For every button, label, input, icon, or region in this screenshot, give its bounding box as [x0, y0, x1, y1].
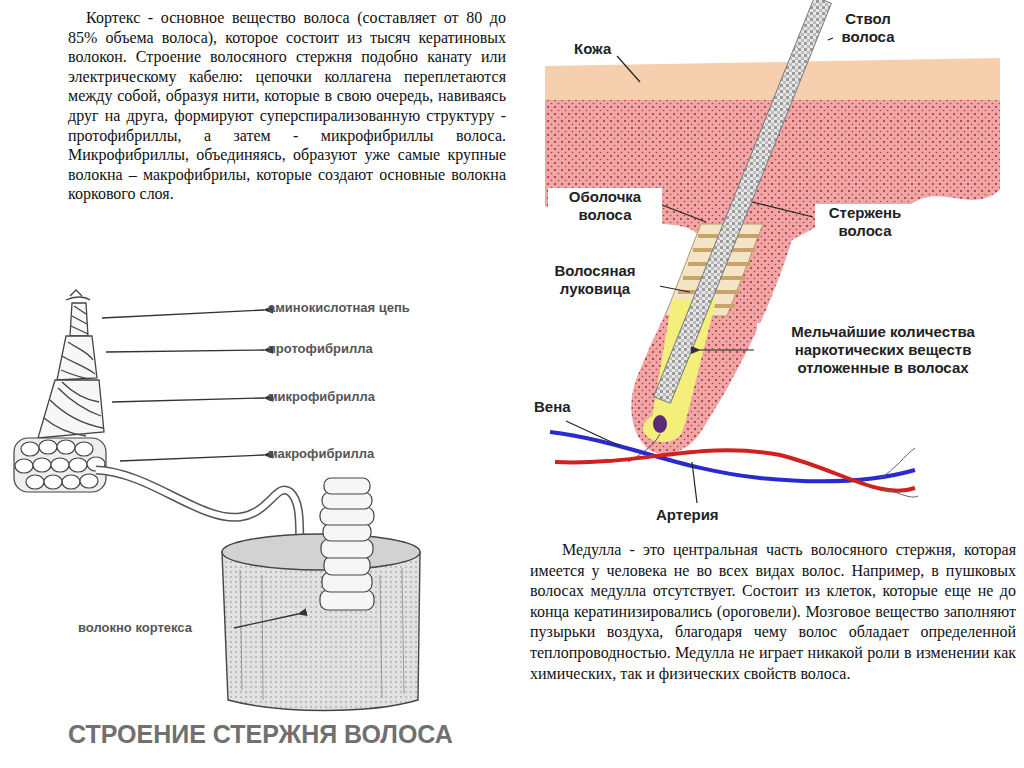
fibre-bundle-part: [75, 442, 93, 456]
fibre-bundle-part: [33, 458, 51, 472]
fibre-rope-part: [57, 336, 97, 380]
part-label: микрофибрилла: [268, 389, 375, 404]
cortex-column-part: [324, 478, 370, 494]
blood-vessels: [550, 432, 918, 497]
fibre-rope-part: [38, 380, 104, 438]
cortex-cylinder: [222, 534, 420, 711]
cortex-cylinder-part: [222, 534, 420, 570]
leader-lines-part: [566, 421, 620, 446]
fibre-bundle-part: [57, 440, 75, 454]
part-label: Кожа: [572, 40, 613, 58]
fibre-bundle-part: [80, 474, 98, 488]
leader-lines-part: [752, 202, 813, 217]
cortex-column: [320, 478, 374, 610]
cortex-leader-part: [234, 614, 298, 628]
fibre-rope-part: [71, 306, 88, 334]
fibre-bundle-part: [26, 475, 44, 489]
cortex-column-part: [320, 507, 374, 525]
part-label: протофибрилла: [268, 341, 373, 356]
leader-lines-part: [659, 286, 690, 292]
fibre-arrows-part: [106, 350, 264, 352]
cortex-column-part: [324, 556, 370, 575]
fibre-arrows-part: [112, 398, 264, 402]
part-label: Вена: [532, 398, 573, 416]
fibre-rope: [38, 290, 104, 438]
part-label: Стержень волоса: [815, 204, 915, 240]
follicle-core-part: [653, 415, 667, 433]
blood-vessels-part: [880, 448, 918, 497]
part-label: Ствол волоса: [835, 10, 901, 46]
fibre-bundle-part: [69, 458, 87, 472]
fibre-bundle: [14, 438, 106, 492]
fibre-bundle-part: [62, 475, 80, 489]
fibre-bundle-part: [44, 475, 62, 489]
fibre-bundle-part: [14, 438, 106, 492]
fibre-rope-part: [61, 342, 95, 379]
follicle-core-part: [643, 414, 683, 442]
skin-part: [545, 58, 1000, 100]
fibre-rope-part: [66, 290, 90, 300]
fibre-rope-part: [70, 303, 88, 336]
fibre-bundle-part: [39, 440, 57, 454]
fibre-bundle-part: [15, 459, 33, 473]
description-text: Медулла - это центральная часть волосяно…: [530, 540, 1016, 684]
cortex-cylinder-part: [222, 552, 420, 711]
cortex-leader: [234, 614, 298, 628]
callout-note: Мельчайшие количества наркотических веще…: [757, 323, 1009, 377]
fibre-rope-part: [44, 382, 103, 436]
leader-lines-part: [828, 38, 833, 40]
part-label: макрофибрилла: [268, 446, 374, 461]
leader-lines-part: [700, 349, 754, 350]
fibre-bundle-part: [51, 458, 69, 472]
figure-caption: СТРОЕНИЕ СТЕРЖНЯ ВОЛОСА: [68, 720, 453, 749]
leader-lines-part: [692, 462, 697, 503]
part-label: Волосяная луковица: [530, 262, 660, 298]
part-label: волокно кортекса: [78, 620, 192, 635]
part-label: Артерия: [654, 506, 721, 524]
leader-lines-part: [662, 205, 706, 222]
cortex-column-part: [323, 523, 371, 541]
cortex-column-part: [320, 590, 374, 610]
cortex-column-part: [321, 539, 373, 558]
fibre-arrows-part: [102, 310, 264, 318]
fibre-arrows: [102, 310, 264, 461]
fibre-arrows-part: [120, 455, 264, 461]
blood-vessels-part: [555, 450, 915, 490]
part-label: аминокислотная цепь: [268, 300, 410, 315]
part-label: Оболочка волоса: [548, 188, 662, 224]
description-text: Кортекс - основное вещество волоса (сост…: [68, 8, 506, 204]
fibre-bundle-part: [21, 442, 39, 456]
leader-lines-part: [617, 56, 640, 82]
cortex-cylinder-part: [240, 568, 404, 700]
